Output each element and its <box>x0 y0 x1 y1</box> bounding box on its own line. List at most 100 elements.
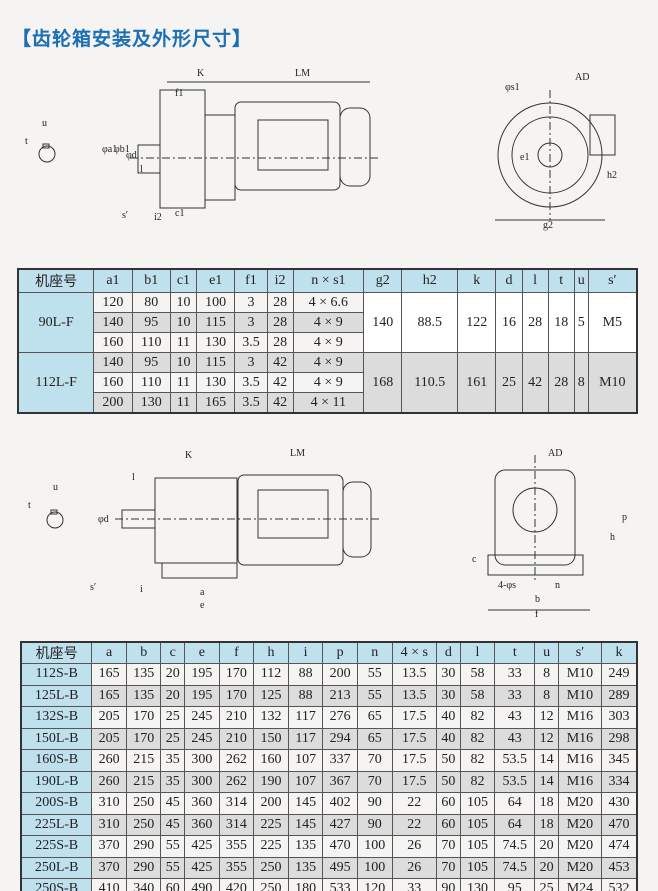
label-n: n <box>555 580 560 591</box>
table-cell: 33 <box>494 684 536 707</box>
table-cell: 360 <box>184 813 220 836</box>
table-cell: 117 <box>287 727 324 750</box>
label-p: p <box>622 512 627 523</box>
table-cell: 45 <box>160 813 186 836</box>
label-f: f <box>535 609 539 620</box>
table-cell: 345 <box>601 749 638 772</box>
label-ad: AD <box>548 448 562 459</box>
table-cell: 55 <box>160 856 186 879</box>
table-cell: 430 <box>601 792 638 815</box>
model-cell: 250L-B <box>20 856 93 879</box>
shared-cell: 161 <box>457 352 497 414</box>
table-cell: 205 <box>91 706 127 729</box>
table-cell: 82 <box>459 770 496 793</box>
column-header: e <box>184 641 220 664</box>
label-t: t <box>25 136 28 147</box>
table-cell: 28 <box>266 332 294 353</box>
model-cell: 150L-B <box>20 727 93 750</box>
column-header: i2 <box>266 268 294 293</box>
table-cell: 215 <box>125 770 162 793</box>
table-cell: 30 <box>436 684 461 707</box>
table-cell: 8 <box>534 663 559 686</box>
table-cell: 105 <box>459 835 496 858</box>
shared-cell: 18 <box>547 292 575 353</box>
table-cell: 88 <box>287 684 324 707</box>
table-cell: 453 <box>601 856 638 879</box>
table-cell: 245 <box>184 727 220 750</box>
table-cell: 42 <box>266 372 294 393</box>
table-cell: 10 <box>169 312 198 333</box>
table-cell: 45 <box>160 792 186 815</box>
table-cell: 100 <box>356 835 393 858</box>
table-cell: 55 <box>160 835 186 858</box>
table-cell: 249 <box>601 663 638 686</box>
table-cell: 195 <box>184 684 220 707</box>
table-cell: 260 <box>91 770 127 793</box>
label-b1: φb1 <box>114 144 130 155</box>
table-cell: 22 <box>391 792 438 815</box>
label-s-prime: s′ <box>122 210 128 221</box>
table-cell: 130 <box>196 372 236 393</box>
table-cell: 290 <box>125 856 162 879</box>
table-cell: 8 <box>534 684 559 707</box>
label-4s: 4-φs <box>498 580 516 591</box>
table-cell: 165 <box>91 684 127 707</box>
table-cell: 298 <box>601 727 638 750</box>
flange-gearbox-drawing: K LM f1 φa1 φb1 φd l s′ i2 c1 u t AD φs1… <box>25 68 617 231</box>
table-cell: 17.5 <box>391 770 438 793</box>
model-cell: 225S-B <box>20 835 93 858</box>
table-cell: 140 <box>93 312 133 333</box>
table-cell: 4 × 6.6 <box>292 292 365 313</box>
table-cell: 470 <box>601 813 638 836</box>
column-header: n × s1 <box>292 268 365 293</box>
table-cell: 55 <box>356 663 393 686</box>
table-cell: 74.5 <box>494 856 536 879</box>
column-header: i <box>287 641 324 664</box>
column-header: s′ <box>587 268 638 293</box>
table-cell: 245 <box>184 706 220 729</box>
model-cell: 225L-B <box>20 813 93 836</box>
label-u: u <box>42 118 47 129</box>
table-cell: 25 <box>160 727 186 750</box>
table-cell: 74.5 <box>494 835 536 858</box>
table-cell: 10 <box>169 292 198 313</box>
table-cell: 355 <box>218 835 255 858</box>
table-cell: 200 <box>322 663 358 686</box>
label-f1: f1 <box>175 88 183 99</box>
table-cell: 170 <box>125 727 162 750</box>
column-header: d <box>495 268 523 293</box>
table-cell: 110 <box>131 372 171 393</box>
table-cell: 533 <box>322 878 358 891</box>
section-title: 【齿轮箱安装及外形尺寸】 <box>12 28 253 50</box>
table-cell: 100 <box>196 292 236 313</box>
table-cell: 13.5 <box>391 684 438 707</box>
column-header: l <box>521 268 549 293</box>
column-header: p <box>322 641 358 664</box>
table-cell: 3.5 <box>234 392 268 414</box>
table-cell: 310 <box>91 813 127 836</box>
table-cell: M20 <box>557 813 603 836</box>
table-cell: M16 <box>557 727 603 750</box>
table-cell: 65 <box>356 727 393 750</box>
table-cell: 82 <box>459 706 496 729</box>
table-cell: 170 <box>218 663 255 686</box>
table-cell: 90 <box>356 792 393 815</box>
table-cell: 180 <box>287 878 324 891</box>
model-cell: 90L-F <box>17 292 95 353</box>
model-cell: 112S-B <box>20 663 93 686</box>
table-cell: 42 <box>266 392 294 414</box>
table-cell: 4 × 9 <box>292 372 365 393</box>
table-cell: 145 <box>287 792 324 815</box>
table-cell: 195 <box>184 663 220 686</box>
table-cell: 11 <box>169 332 198 353</box>
table-cell: 17.5 <box>391 727 438 750</box>
table-cell: 367 <box>322 770 358 793</box>
column-header: h <box>253 641 289 664</box>
table-cell: 17.5 <box>391 749 438 772</box>
table-cell: 64 <box>494 813 536 836</box>
